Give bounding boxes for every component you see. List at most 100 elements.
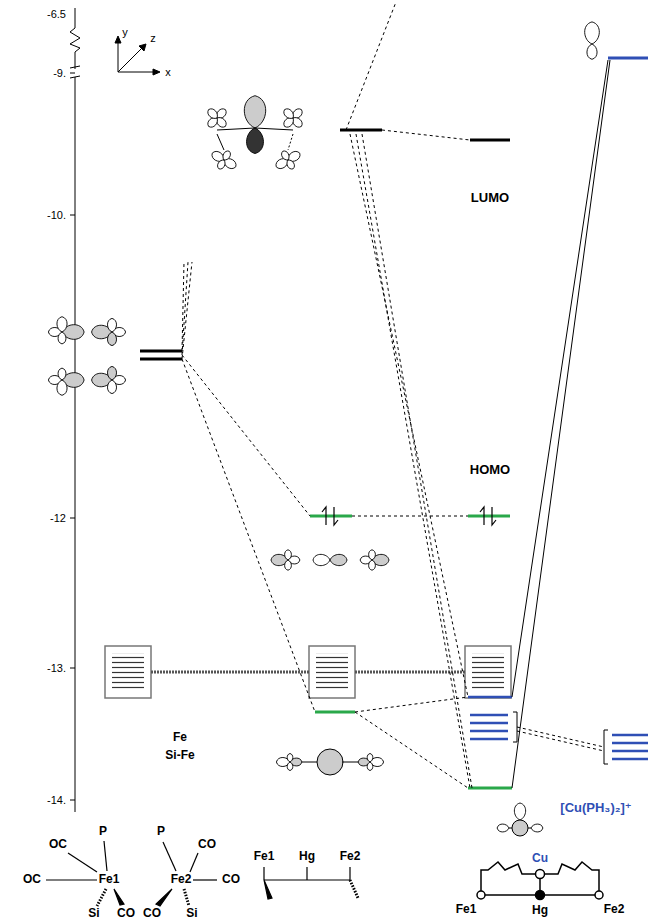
bond [104,841,107,871]
atom-label-text: CO [222,872,240,886]
energy-axis [70,66,80,68]
atom-label: OC [23,873,41,886]
orbital-lobes-top [247,128,264,154]
axes-icon [153,69,160,75]
energy-axis [70,518,75,519]
orbital-lobes-cu-sigma [528,828,531,829]
axis-tick-label-text: -12 [50,512,66,524]
level-label-text: HOMO [470,462,510,477]
orbital-lobes-left [48,317,125,396]
orbital-lobes-cu-sigma [514,803,525,820]
atom-label: CO [198,838,216,851]
orbital-lobes-sigma [287,762,293,771]
axis-name-text: x [165,66,171,78]
level-label: HOMO [470,463,510,477]
electron-pair [334,507,338,525]
orbital-lobes-sigma [367,762,373,771]
cluster-sketch [536,870,545,879]
orbital-lobes-top [285,158,296,170]
energy-axis [70,668,75,669]
cluster-sketch [484,894,536,896]
axis-tick-label: -14. [47,794,66,806]
fragment-label: [Cu(PH₃)₂]⁺ [560,801,631,815]
correlation-line [346,2,396,130]
energy-level [612,758,648,761]
orbital-lobes-top [282,107,296,121]
band-label: Si-Fe [165,749,194,762]
axes-icon [118,47,143,72]
level-band [316,653,348,691]
cluster-sketch [477,862,603,900]
level-label: LUMO [471,191,509,205]
bracket [513,712,517,742]
orbital-lobes-homo [285,550,292,560]
energy-level [608,57,648,60]
level-band [472,653,504,691]
atom-label: CO [117,907,135,920]
cluster-sketch [544,894,596,896]
axis-tick-label: -9. [53,67,66,79]
axis-tick-label-text: -9. [53,67,66,79]
axis-tick-label-text: -14. [47,794,66,806]
orbital-lobes-left [92,318,126,345]
energy-axis [75,8,76,28]
energy-level [468,515,510,518]
correlation-line [512,60,608,697]
orbital-lobes-top [255,128,293,130]
orbital-lobes-top [274,149,302,170]
atom-label-text: OC [23,872,41,886]
bond [46,879,97,880]
bond [156,889,172,906]
bond [264,880,272,899]
bond [349,867,350,880]
atom-label: P [157,825,165,838]
energy-level [140,350,182,353]
energy-level [315,711,355,714]
orbital-lobes-left [107,318,116,332]
bond [68,853,97,872]
orbital-lobes-top [206,96,304,171]
axes-icon [115,36,121,43]
orbital-lobes-sigma [287,754,293,763]
orbital-lobes-top [282,107,304,129]
bond [306,867,307,880]
energy-level [140,358,182,361]
energy-level [470,714,508,717]
atom-label: Si [186,907,197,920]
axis-tick-label: -13. [47,662,66,674]
axis-tick-label: -12 [50,512,66,524]
orbital-lobes-top [217,134,224,150]
orbital-lobes-left [107,380,116,394]
orbital-lobes-cu [585,22,600,44]
orbital-lobes-top [206,107,228,129]
atom-label: Hg [532,904,548,917]
orbital-lobes-homo [313,554,347,565]
energy-level [612,742,648,745]
bond [114,889,124,905]
atom-label: Fe1 [254,850,275,863]
atom-label: OC [49,838,67,851]
atom-label-text: CO [143,906,161,920]
orbital-lobes-sigma [342,762,358,763]
atom-label-text: Fe2 [171,872,192,886]
energy-level [468,697,648,759]
correlation-line [182,359,315,712]
orbital-lobes-left [107,332,116,346]
energy-axis [70,800,75,801]
orbital-lobes-left [48,368,84,395]
energy-level [310,515,352,518]
atom-label-text: CO [117,906,135,920]
orbital-lobes-sigma [367,754,373,763]
cluster-sketch [595,891,603,899]
correlation-line [362,134,472,788]
cluster-sketch [477,891,485,899]
atom-label: P [99,825,107,838]
cluster-sketch [539,878,541,891]
cluster-sketch [536,891,545,900]
axes-icon [118,72,156,73]
correlation-line [182,262,184,351]
atom-label-text: Si [186,906,197,920]
orbital-lobes-top [210,149,238,170]
